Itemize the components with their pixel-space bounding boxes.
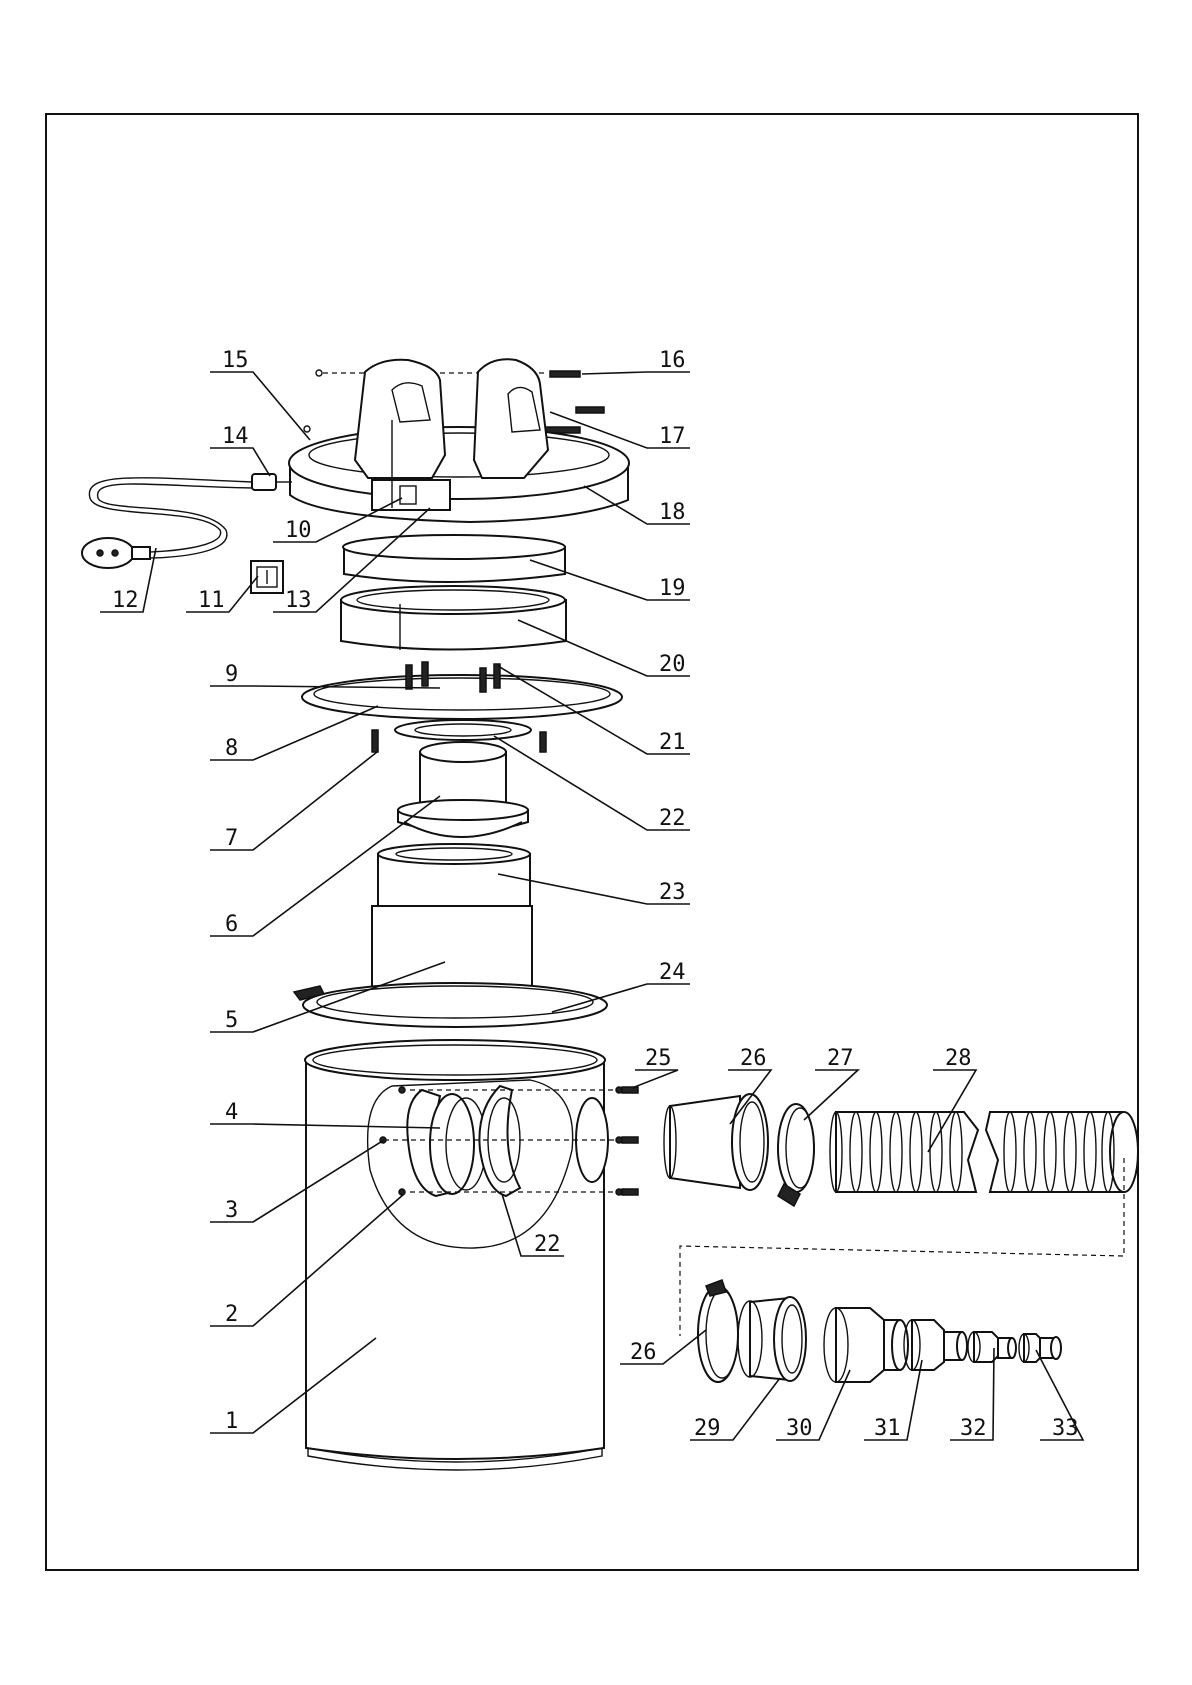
callout-label: 26 xyxy=(740,1046,767,1071)
callout-label: 18 xyxy=(659,500,686,525)
gasket-22-top xyxy=(395,720,531,740)
callout-label: 23 xyxy=(659,880,686,905)
callout-label: 5 xyxy=(225,1008,238,1033)
top-screws xyxy=(304,370,604,433)
callout-label: 14 xyxy=(222,424,249,449)
nozzle-adapter-29 xyxy=(738,1297,806,1381)
callout-label: 20 xyxy=(659,652,686,677)
reducer-32 xyxy=(968,1332,1016,1362)
motor-head-cover xyxy=(289,359,629,522)
callout-label: 31 xyxy=(874,1416,901,1441)
callout-label: 25 xyxy=(645,1046,672,1071)
power-cord xyxy=(82,474,292,568)
callout-label: 4 xyxy=(225,1100,238,1125)
filter-19 xyxy=(343,535,565,582)
callout-label: 2 xyxy=(225,1302,238,1327)
callout-label: 3 xyxy=(225,1198,238,1223)
callout-label: 22 xyxy=(659,806,686,831)
hose-adapter-26 xyxy=(664,1094,768,1190)
reducer-30 xyxy=(824,1308,908,1382)
filter-ring-20 xyxy=(341,586,566,650)
clamp-ring-24 xyxy=(294,983,607,1027)
callout-label: 19 xyxy=(659,576,686,601)
switch-part xyxy=(251,561,283,593)
callout-label: 28 xyxy=(945,1046,972,1071)
callout-label: 24 xyxy=(659,960,686,985)
hose-clamp-27 xyxy=(778,1104,814,1206)
callout-label: 9 xyxy=(225,662,238,687)
callout-label: 16 xyxy=(659,348,686,373)
callout-label: 22 xyxy=(534,1232,561,1257)
callout-label: 30 xyxy=(786,1416,813,1441)
callout-label: 29 xyxy=(694,1416,721,1441)
callout-label: 15 xyxy=(222,348,249,373)
callout-label: 26 xyxy=(630,1340,657,1365)
callout-label: 32 xyxy=(960,1416,987,1441)
callout-label: 13 xyxy=(285,588,312,613)
callout-label: 33 xyxy=(1052,1416,1079,1441)
callout-label: 17 xyxy=(659,424,686,449)
callout-label: 11 xyxy=(198,588,225,613)
callout-label: 8 xyxy=(225,736,238,761)
callout-label: 10 xyxy=(285,518,312,543)
callout-label: 27 xyxy=(827,1046,854,1071)
callout-label: 1 xyxy=(225,1409,238,1434)
reducer-31 xyxy=(904,1320,967,1370)
callout-label: 12 xyxy=(112,588,139,613)
callout-label: 21 xyxy=(659,730,686,755)
callout-label: 7 xyxy=(225,826,238,851)
callout-label: 6 xyxy=(225,912,238,937)
motor-6 xyxy=(398,742,528,837)
